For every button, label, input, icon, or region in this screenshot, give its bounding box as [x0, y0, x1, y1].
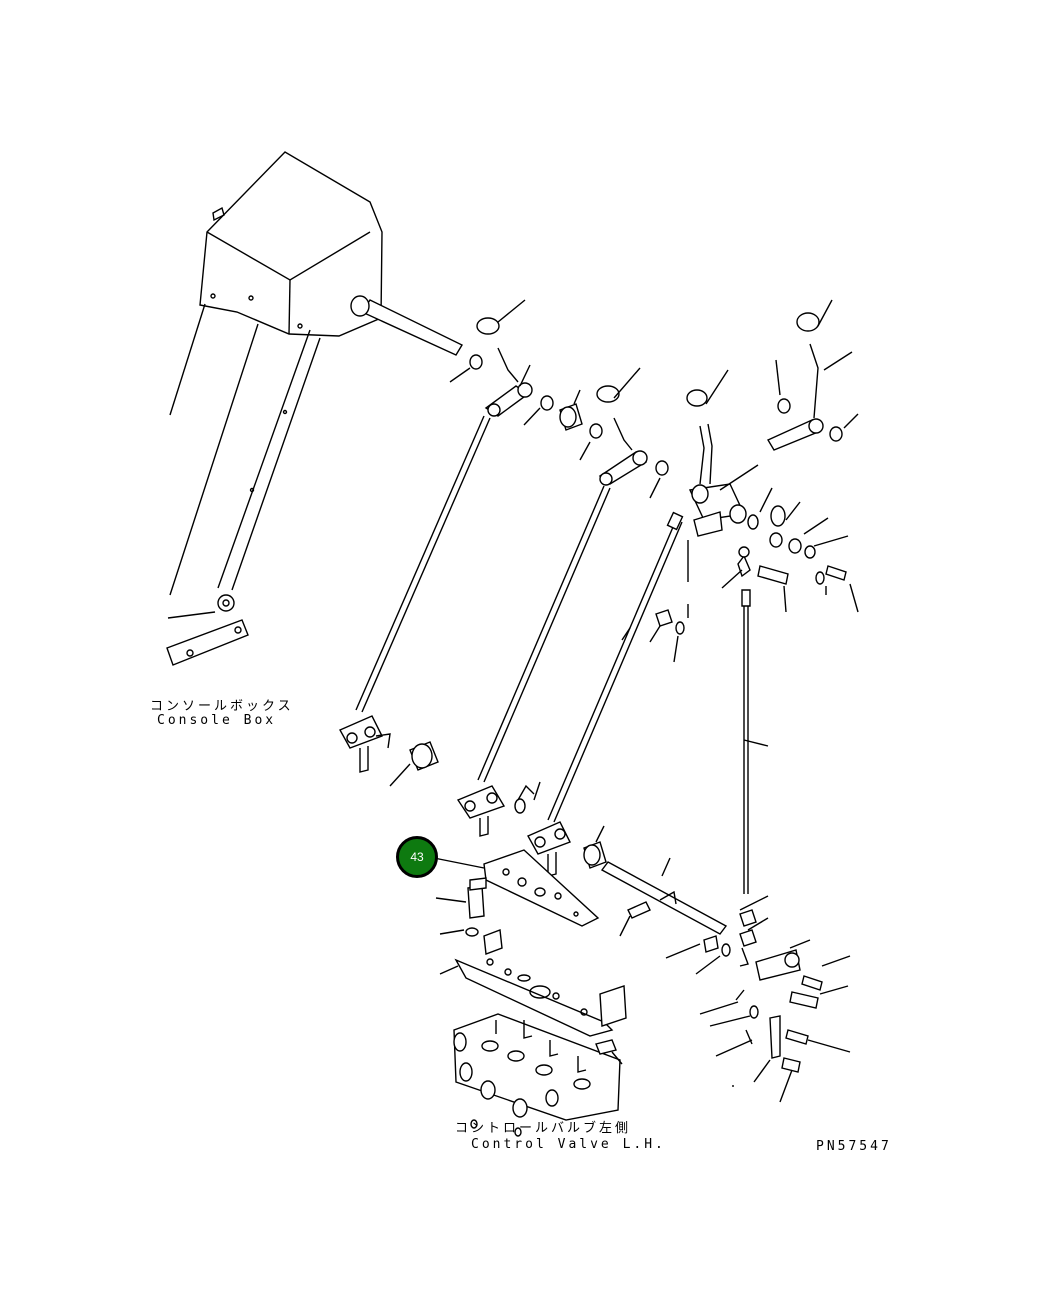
console-box-label-jp: コンソールボックス — [150, 699, 294, 714]
lower-yoke-1 — [339, 715, 391, 773]
linkage-rods — [355, 415, 769, 894]
spacer-3 — [583, 825, 607, 869]
console-shaft — [350, 295, 463, 356]
lower-right-hardware — [699, 895, 851, 1103]
spacer-2 — [389, 741, 439, 787]
drawing-number: PN57547 — [816, 1139, 892, 1154]
lever-assembly-2 — [579, 367, 669, 499]
lever-assembly-1 — [449, 299, 554, 426]
control-valve-label-en: Control Valve L.H. — [471, 1137, 666, 1152]
part-callout-43[interactable]: 43 — [396, 836, 438, 878]
right-hardware — [721, 487, 859, 613]
lower-yoke-2 — [456, 781, 541, 837]
console-box — [166, 151, 383, 666]
lever-assembly-3 — [686, 369, 759, 582]
lower-shaft — [600, 857, 731, 975]
spacer-1 — [559, 389, 583, 431]
part-callout-number: 43 — [410, 850, 424, 864]
plate-43 — [433, 849, 600, 927]
mid-hardware — [649, 609, 685, 663]
control-valve-label-jp: コントロールバルブ左側 — [455, 1121, 632, 1136]
control-valve — [453, 1013, 623, 1137]
lever-assembly-4 — [766, 299, 859, 451]
console-box-label-en: Console Box — [157, 713, 277, 728]
lower-bracket — [435, 877, 627, 1037]
